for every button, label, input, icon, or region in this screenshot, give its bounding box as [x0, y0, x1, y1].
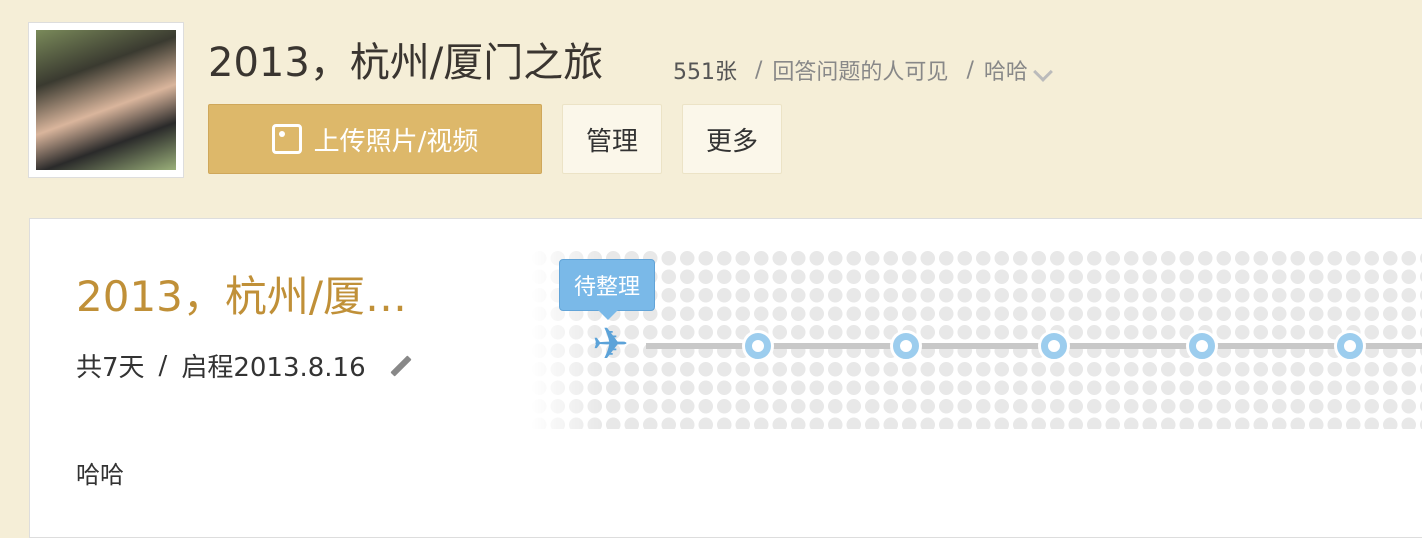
trip-info: 共7天 / 启程2013.8.16	[76, 347, 412, 384]
album-meta: 551张 / 回答问题的人可见 / 哈哈	[673, 54, 1053, 86]
timeline-node[interactable]	[1334, 330, 1366, 362]
owner-name: 哈哈	[983, 60, 1028, 85]
trip-start-date: 启程2013.8.16	[181, 353, 366, 383]
pending-tooltip: 待整理	[559, 259, 655, 320]
timeline-line	[646, 343, 1422, 349]
timeline-node[interactable]	[890, 330, 922, 362]
edit-pencil-icon[interactable]	[390, 354, 412, 377]
upload-label: 上传照片/视频	[313, 126, 479, 157]
album-title: 2013，杭州/厦门之旅	[208, 40, 604, 86]
trip-card: 2013，杭州/厦… 共7天 / 启程2013.8.16 哈哈 ✈ 待整理	[29, 218, 1422, 538]
upload-button[interactable]: 上传照片/视频	[208, 104, 542, 174]
separator: /	[158, 350, 168, 381]
image-upload-icon	[271, 124, 302, 154]
timeline-node[interactable]	[1038, 330, 1070, 362]
chevron-down-icon	[1032, 62, 1053, 82]
separator: /	[755, 57, 763, 83]
trip-description: 哈哈	[76, 461, 124, 489]
timeline-node[interactable]	[1186, 330, 1218, 362]
owner-dropdown[interactable]: 哈哈	[983, 54, 1053, 86]
album-cover[interactable]	[28, 22, 184, 178]
more-button[interactable]: 更多	[682, 104, 782, 174]
separator: /	[966, 57, 974, 83]
visibility-label[interactable]: 回答问题的人可见	[772, 60, 949, 85]
trip-days: 共7天	[76, 353, 145, 383]
plane-icon[interactable]: ✈	[592, 319, 629, 370]
timeline-node[interactable]	[742, 330, 774, 362]
world-dot-map	[530, 249, 1422, 429]
photo-count: 551张	[673, 60, 737, 85]
manage-button[interactable]: 管理	[562, 104, 662, 174]
trip-title[interactable]: 2013，杭州/厦…	[76, 272, 408, 321]
cover-photo	[36, 30, 176, 170]
